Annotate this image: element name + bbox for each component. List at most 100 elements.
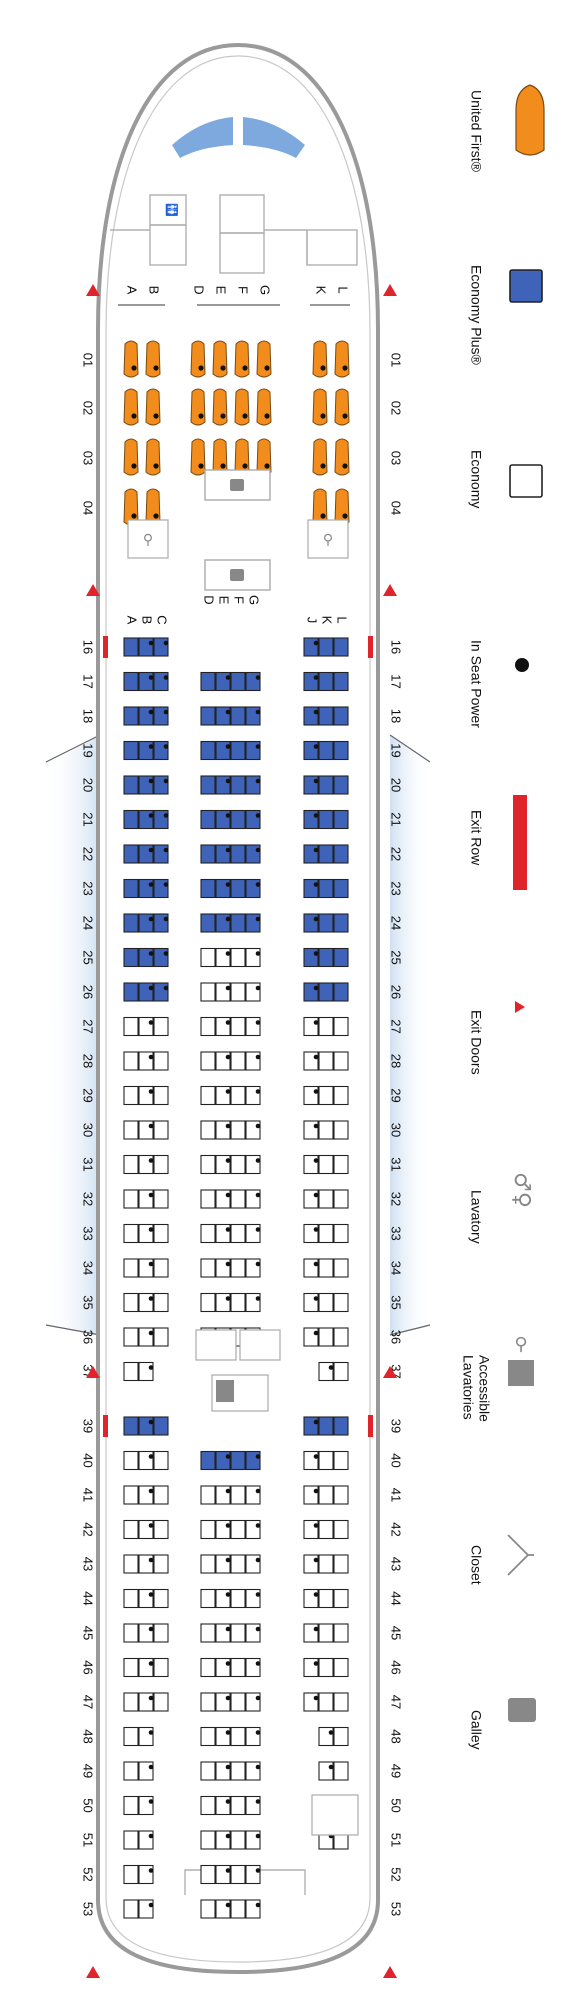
seat-26F[interactable] <box>230 982 246 1002</box>
seat-41K[interactable] <box>318 1485 334 1505</box>
seat-23D[interactable] <box>200 878 216 899</box>
seat-43K[interactable] <box>318 1554 334 1574</box>
seat-29F[interactable] <box>230 1085 246 1106</box>
seat-43D[interactable] <box>200 1554 216 1574</box>
seat-32B[interactable] <box>138 1189 154 1209</box>
seat-48D[interactable] <box>200 1726 216 1747</box>
seat-27J[interactable] <box>303 1016 319 1037</box>
seat-34K[interactable] <box>318 1258 334 1278</box>
seat-24A[interactable] <box>123 913 139 933</box>
seat-52B[interactable] <box>138 1864 154 1885</box>
seat-24G[interactable] <box>245 913 261 933</box>
seat-42E[interactable] <box>215 1519 231 1540</box>
seat-21K[interactable] <box>318 809 334 830</box>
seat-26L[interactable] <box>333 982 349 1002</box>
seat-27G[interactable] <box>245 1016 261 1037</box>
seat-21A[interactable] <box>123 809 139 830</box>
seat-26C[interactable] <box>153 982 169 1002</box>
seat-17L[interactable] <box>333 671 349 692</box>
seat-30L[interactable] <box>333 1120 349 1140</box>
seat-46C[interactable] <box>153 1657 169 1678</box>
seat-30F[interactable] <box>230 1120 246 1140</box>
seat-22D[interactable] <box>200 844 216 864</box>
seat-02F[interactable] <box>234 388 250 426</box>
seat-23K[interactable] <box>318 878 334 899</box>
seat-30J[interactable] <box>303 1120 319 1140</box>
seat-01E[interactable] <box>212 340 228 378</box>
seat-43C[interactable] <box>153 1554 169 1574</box>
seat-45C[interactable] <box>153 1623 169 1643</box>
seat-21D[interactable] <box>200 809 216 830</box>
seat-51G[interactable] <box>245 1830 261 1850</box>
seat-16K[interactable] <box>318 637 334 657</box>
seat-46K[interactable] <box>318 1657 334 1678</box>
seat-32G[interactable] <box>245 1189 261 1209</box>
seat-36L[interactable] <box>333 1327 349 1347</box>
seat-26K[interactable] <box>318 982 334 1002</box>
seat-20C[interactable] <box>153 775 169 795</box>
seat-19K[interactable] <box>318 740 334 761</box>
seat-34B[interactable] <box>138 1258 154 1278</box>
seat-46B[interactable] <box>138 1657 154 1678</box>
seat-29D[interactable] <box>200 1085 216 1106</box>
seat-30C[interactable] <box>153 1120 169 1140</box>
seat-25G[interactable] <box>245 947 261 968</box>
seat-02A[interactable] <box>123 388 139 426</box>
seat-19G[interactable] <box>245 740 261 761</box>
seat-42J[interactable] <box>303 1519 319 1540</box>
seat-19D[interactable] <box>200 740 216 761</box>
seat-30A[interactable] <box>123 1120 139 1140</box>
seat-44G[interactable] <box>245 1588 261 1609</box>
seat-40L[interactable] <box>333 1450 349 1471</box>
seat-49G[interactable] <box>245 1761 261 1781</box>
seat-31D[interactable] <box>200 1154 216 1175</box>
seat-40J[interactable] <box>303 1450 319 1471</box>
seat-22K[interactable] <box>318 844 334 864</box>
seat-19F[interactable] <box>230 740 246 761</box>
seat-20D[interactable] <box>200 775 216 795</box>
seat-43L[interactable] <box>333 1554 349 1574</box>
seat-44J[interactable] <box>303 1588 319 1609</box>
seat-33L[interactable] <box>333 1223 349 1244</box>
seat-17F[interactable] <box>230 671 246 692</box>
seat-53D[interactable] <box>200 1899 216 1919</box>
seat-22C[interactable] <box>153 844 169 864</box>
seat-32F[interactable] <box>230 1189 246 1209</box>
seat-21C[interactable] <box>153 809 169 830</box>
seat-27L[interactable] <box>333 1016 349 1037</box>
seat-34G[interactable] <box>245 1258 261 1278</box>
seat-51A[interactable] <box>123 1830 139 1850</box>
seat-33G[interactable] <box>245 1223 261 1244</box>
seat-17D[interactable] <box>200 671 216 692</box>
seat-42D[interactable] <box>200 1519 216 1540</box>
seat-27E[interactable] <box>215 1016 231 1037</box>
seat-42A[interactable] <box>123 1519 139 1540</box>
seat-31J[interactable] <box>303 1154 319 1175</box>
seat-44L[interactable] <box>333 1588 349 1609</box>
seat-24D[interactable] <box>200 913 216 933</box>
seat-16L[interactable] <box>333 637 349 657</box>
seat-26E[interactable] <box>215 982 231 1002</box>
seat-18A[interactable] <box>123 706 139 726</box>
seat-23G[interactable] <box>245 878 261 899</box>
seat-30D[interactable] <box>200 1120 216 1140</box>
seat-49D[interactable] <box>200 1761 216 1781</box>
seat-49L[interactable] <box>333 1761 349 1781</box>
seat-40B[interactable] <box>138 1450 154 1471</box>
seat-03G[interactable] <box>256 438 272 476</box>
seat-52D[interactable] <box>200 1864 216 1885</box>
seat-42K[interactable] <box>318 1519 334 1540</box>
seat-35B[interactable] <box>138 1292 154 1313</box>
seat-18C[interactable] <box>153 706 169 726</box>
seat-01L[interactable] <box>334 340 350 378</box>
seat-24K[interactable] <box>318 913 334 933</box>
seat-49E[interactable] <box>215 1761 231 1781</box>
seat-28K[interactable] <box>318 1051 334 1071</box>
seat-32E[interactable] <box>215 1189 231 1209</box>
seat-31E[interactable] <box>215 1154 231 1175</box>
seat-21F[interactable] <box>230 809 246 830</box>
seat-51E[interactable] <box>215 1830 231 1850</box>
seat-36B[interactable] <box>138 1327 154 1347</box>
seat-29C[interactable] <box>153 1085 169 1106</box>
seat-27A[interactable] <box>123 1016 139 1037</box>
